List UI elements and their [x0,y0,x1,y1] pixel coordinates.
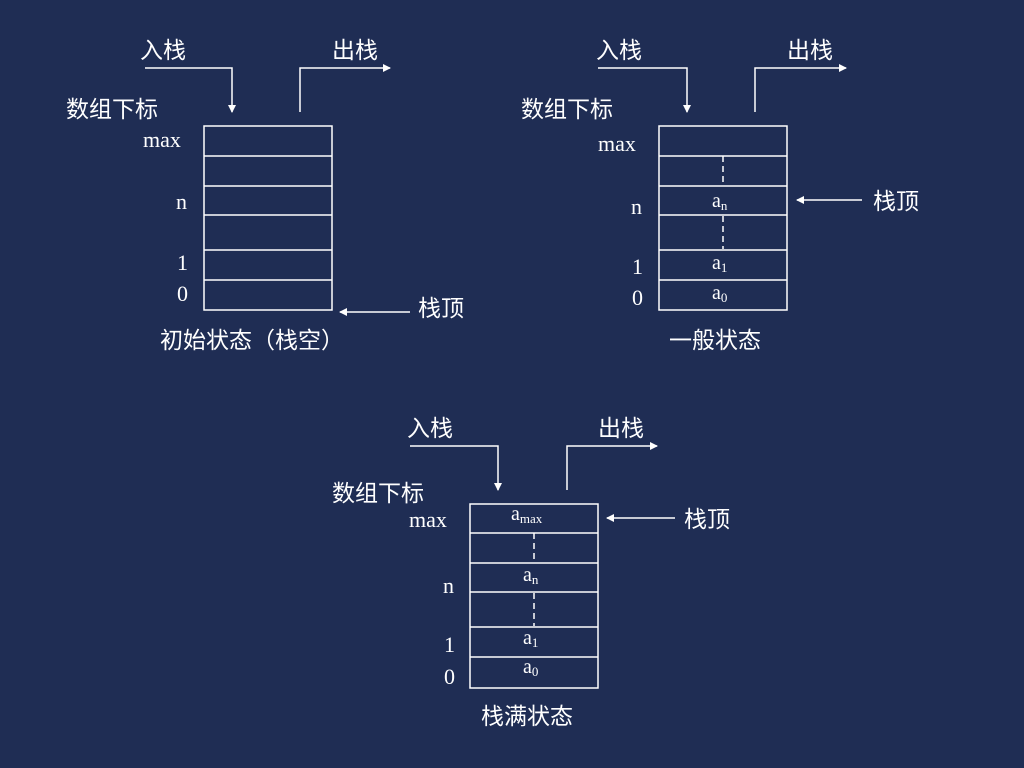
stack-top-label: 栈顶 [873,189,919,215]
push-arrow [598,67,691,113]
push-label: 入栈 [596,38,642,64]
pop-arrow [299,64,391,112]
caption-general-state: 一般状态 [669,328,761,354]
index-max: max [598,131,636,156]
element-an: an [523,564,539,587]
index-0: 0 [632,285,643,310]
caption-full-state: 栈满状态 [481,704,573,730]
index-max: max [409,507,447,532]
index-n: n [631,194,642,219]
pop-arrow [566,442,658,490]
pop-label: 出栈 [787,38,833,64]
array-index-label: 数组下标 [332,481,424,507]
pop-arrow [754,64,847,112]
push-label: 入栈 [140,38,186,64]
element-a0: a0 [712,282,728,305]
index-max: max [143,127,181,152]
stack-array [658,125,788,311]
pop-label: 出栈 [332,38,378,64]
initial-state-diagram [145,64,410,316]
element-a0: a0 [523,656,539,679]
array-index-label: 数组下标 [66,97,158,123]
element-a1: a1 [523,627,539,650]
index-n: n [443,573,454,598]
push-arrow [410,445,502,491]
general-state-diagram [598,64,862,311]
element-an: an [712,190,728,213]
index-1: 1 [444,632,455,657]
index-0: 0 [444,664,455,689]
stack-top-label: 栈顶 [418,296,464,322]
push-arrow [145,67,236,113]
index-n: n [176,189,187,214]
push-label: 入栈 [407,416,453,442]
index-0: 0 [177,281,188,306]
index-1: 1 [177,250,188,275]
stack-array [469,503,599,689]
element-amax: amax [511,503,543,526]
element-a1: a1 [712,252,728,275]
full-state-diagram [410,442,675,689]
array-index-label: 数组下标 [521,97,613,123]
stack-top-label: 栈顶 [684,507,730,533]
index-1: 1 [632,254,643,279]
stack-array [203,125,333,311]
caption-initial-state: 初始状态（栈空） [160,328,344,354]
pop-label: 出栈 [598,416,644,442]
